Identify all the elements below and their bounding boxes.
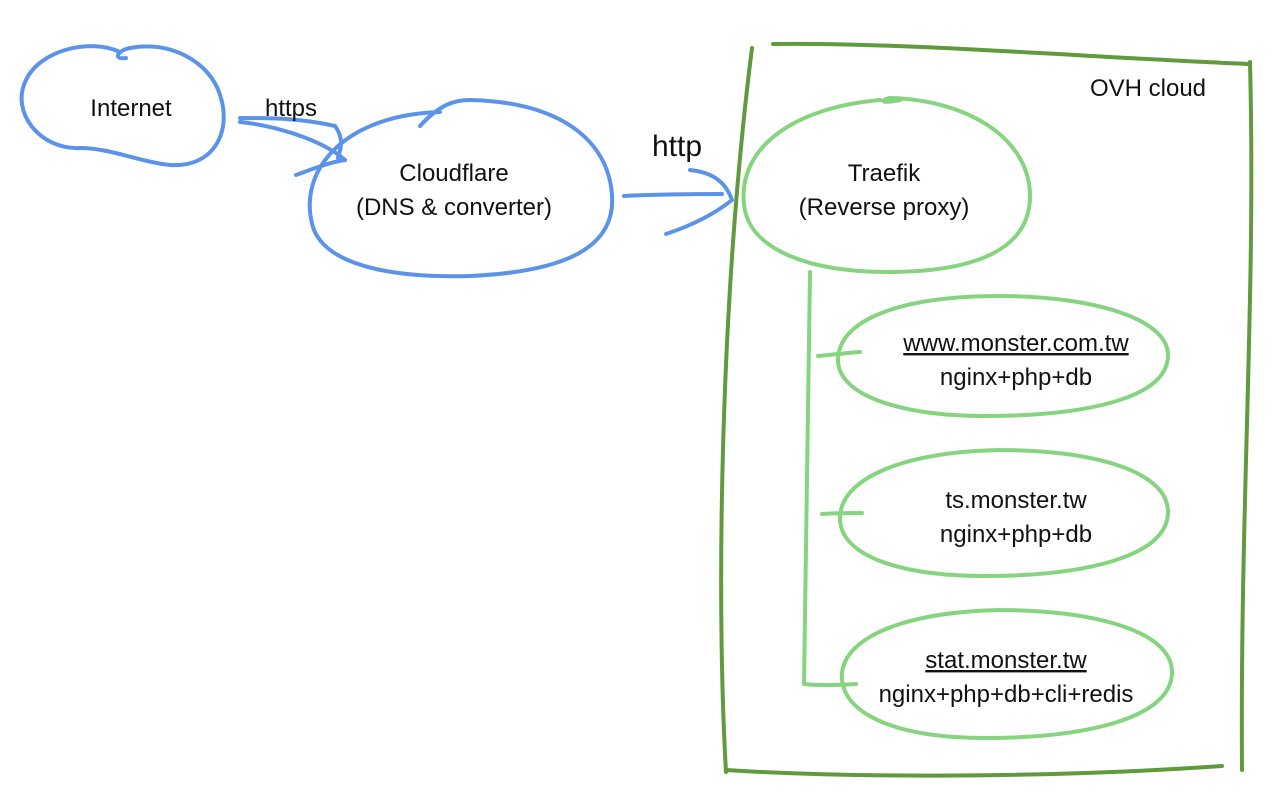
traefik-label-line2: (Reverse proxy) (799, 194, 970, 221)
cloudflare-ellipse (307, 98, 615, 279)
internet-label: Internet (90, 95, 172, 122)
cloudflare-label-line2: (DNS & converter) (356, 194, 552, 221)
traefik-node: Traefik (Reverse proxy) (741, 96, 1032, 274)
service-stat-node: stat.monster.tw nginx+php+db+cli+redis (839, 608, 1174, 740)
service-www-stack: nginx+php+db (940, 364, 1092, 391)
http-arrow (622, 168, 734, 236)
cloudflare-label-line1: Cloudflare (399, 160, 508, 187)
service-www-node: www.monster.com.tw nginx+php+db (836, 294, 1170, 418)
internet-node: Internet (19, 44, 226, 168)
edge-internet-to-cloudflare: https (238, 95, 347, 177)
service-ts-stack: nginx+php+db (940, 521, 1092, 548)
https-label: https (265, 95, 317, 122)
service-ts-node: ts.monster.tw nginx+php+db (837, 448, 1170, 578)
edge-cloudflare-to-traefik: http (622, 130, 734, 236)
service-stat-ellipse (839, 608, 1174, 740)
service-ts-host: ts.monster.tw (945, 487, 1087, 514)
ovh-cloud-border (719, 41, 1254, 778)
http-label: http (652, 130, 702, 163)
service-connectors (802, 270, 864, 688)
service-ts-ellipse (837, 448, 1170, 578)
service-www-ellipse (836, 294, 1170, 418)
cloudflare-node: Cloudflare (DNS & converter) (307, 98, 615, 279)
ovh-cloud-label: OVH cloud (1090, 75, 1206, 102)
internet-cloud-shape (19, 44, 226, 168)
service-stat-stack: nginx+php+db+cli+redis (879, 681, 1134, 708)
traefik-label-line1: Traefik (848, 160, 921, 187)
connector-trunk (802, 270, 858, 688)
https-arrow (238, 116, 347, 177)
ovh-cloud-region: OVH cloud (719, 41, 1254, 778)
connector-branch-ts (820, 511, 864, 516)
service-www-host: www.monster.com.tw (902, 330, 1129, 357)
service-stat-host: stat.monster.tw (925, 647, 1087, 674)
traefik-ellipse (741, 96, 1032, 274)
